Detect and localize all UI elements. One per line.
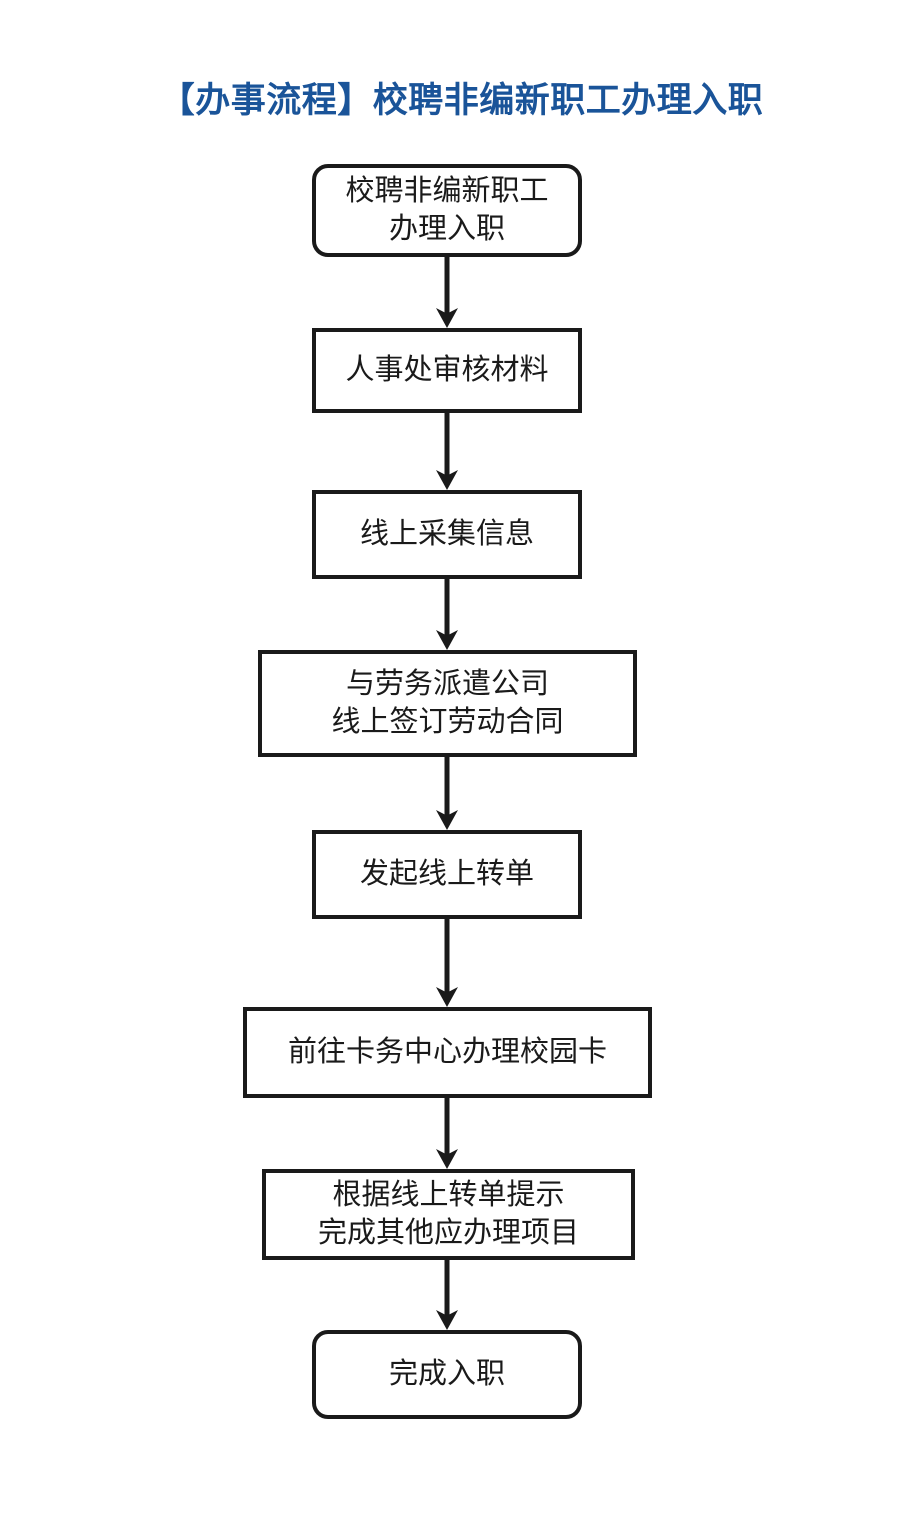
flow-node-label: 前往卡务中心办理校园卡 bbox=[287, 1035, 607, 1068]
arrow-line bbox=[444, 413, 450, 478]
flow-node-step-1: 人事处审核材料 bbox=[312, 328, 582, 413]
arrow-line bbox=[444, 1260, 450, 1318]
flow-node-label: 与劳务派遣公司 线上签订劳动合同 bbox=[331, 667, 564, 738]
flow-arrow bbox=[436, 757, 458, 830]
flow-node-step-6: 根据线上转单提示 完成其他应办理项目 bbox=[262, 1169, 635, 1260]
flow-arrow bbox=[436, 257, 458, 328]
arrow-line bbox=[444, 757, 450, 818]
flow-arrow bbox=[436, 1260, 458, 1330]
arrow-line bbox=[444, 919, 450, 995]
flow-node-step-5: 前往卡务中心办理校园卡 bbox=[243, 1007, 652, 1098]
flow-node-step-3: 与劳务派遣公司 线上签订劳动合同 bbox=[258, 650, 637, 757]
flow-arrow bbox=[436, 1098, 458, 1169]
arrow-line bbox=[444, 579, 450, 638]
page-title: 【办事流程】校聘非编新职工办理入职 bbox=[159, 81, 764, 120]
flow-node-label: 人事处审核材料 bbox=[345, 353, 549, 386]
flow-arrow bbox=[436, 919, 458, 1007]
flow-node-end: 完成入职 bbox=[312, 1330, 582, 1419]
flow-node-label: 发起线上转单 bbox=[359, 857, 534, 890]
flow-arrow bbox=[436, 579, 458, 650]
flow-node-start: 校聘非编新职工 办理入职 bbox=[312, 164, 582, 257]
flow-node-label: 根据线上转单提示 完成其他应办理项目 bbox=[317, 1178, 579, 1249]
flow-node-label: 校聘非编新职工 办理入职 bbox=[345, 174, 549, 245]
arrow-line bbox=[444, 1098, 450, 1157]
flow-node-label: 完成入职 bbox=[388, 1357, 505, 1390]
arrow-line bbox=[444, 257, 450, 316]
flow-arrow bbox=[436, 413, 458, 490]
flow-node-step-4: 发起线上转单 bbox=[312, 830, 582, 919]
flow-node-label: 线上采集信息 bbox=[359, 517, 534, 550]
flow-node-step-2: 线上采集信息 bbox=[312, 490, 582, 579]
